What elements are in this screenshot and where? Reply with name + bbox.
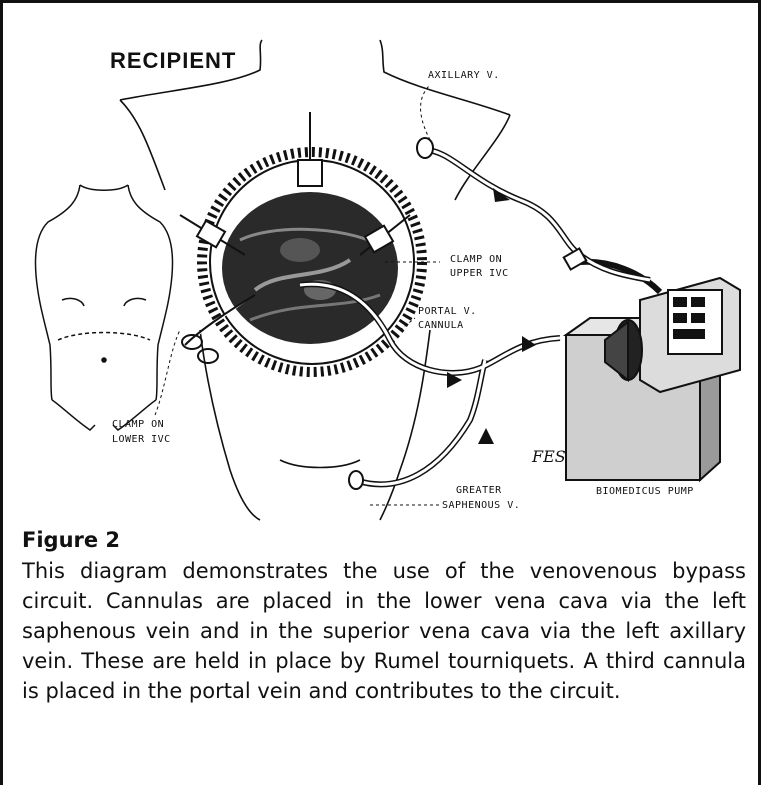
saphenous-cannula-site <box>349 471 363 489</box>
label-portal-2: CANNULA <box>418 320 464 331</box>
label-recipient: RECIPIENT <box>110 48 236 73</box>
label-clamp-lower-1: CLAMP ON <box>112 419 164 430</box>
artist-signature: FES <box>531 447 566 466</box>
small-torso-figure <box>36 185 173 430</box>
label-clamp-lower-2: LOWER IVC <box>112 434 171 445</box>
label-axillary-vein: AXILLARY V. <box>428 70 500 81</box>
label-saphenous-1: GREATER <box>456 485 502 496</box>
label-saphenous-2: SAPHENOUS V. <box>442 500 520 511</box>
biomedicus-pump <box>566 278 740 480</box>
top-retractor <box>298 112 322 186</box>
label-clamp-upper-2: UPPER IVC <box>450 268 509 279</box>
tubing-connector <box>564 248 587 269</box>
bypass-illustration: RECIPIENT AXILLARY V. CLAMP ON UPPER IVC… <box>0 0 762 525</box>
label-portal-1: PORTAL V. <box>418 306 477 317</box>
label-biomedicus-pump: BIOMEDICUS PUMP <box>596 486 694 497</box>
axillary-cannula-site <box>417 138 433 158</box>
caption-title: Figure 2 <box>22 528 746 552</box>
caption-text: This diagram demonstrates the use of the… <box>22 556 746 706</box>
surgical-field <box>222 192 398 344</box>
figure-caption: Figure 2 This diagram demonstrates the u… <box>22 528 746 706</box>
label-clamp-upper-1: CLAMP ON <box>450 254 502 265</box>
